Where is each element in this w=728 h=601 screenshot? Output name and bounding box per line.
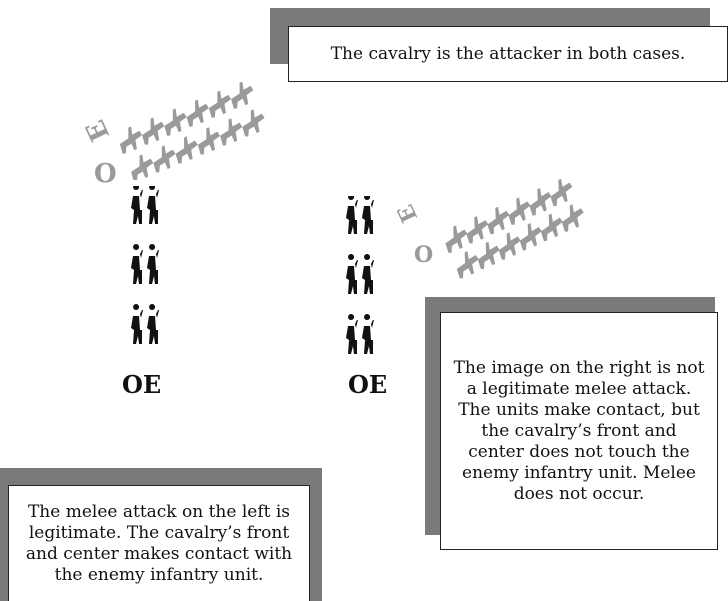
cavalry-figure bbox=[175, 136, 198, 164]
infantry-figure bbox=[147, 186, 159, 224]
cavalry-figure bbox=[153, 145, 176, 173]
cavalry-figure bbox=[164, 108, 187, 136]
right-cavalry-label-o: O bbox=[414, 242, 433, 266]
infantry-figure bbox=[147, 304, 159, 344]
infantry-figure bbox=[346, 314, 358, 354]
cavalry-figure bbox=[119, 126, 143, 154]
cavalry-figure bbox=[529, 188, 552, 216]
right-cavalry-label-e: E bbox=[393, 200, 424, 226]
infantry-figure bbox=[362, 196, 374, 234]
right-cavalry-row-rear bbox=[445, 178, 573, 253]
infantry-figure bbox=[346, 254, 358, 294]
cavalry-figure bbox=[498, 232, 521, 260]
callout-right: The image on the right is not a legitima… bbox=[425, 297, 720, 554]
callout-top-text: The cavalry is the attacker in both case… bbox=[288, 26, 728, 82]
infantry-figure bbox=[131, 244, 143, 284]
left-cavalry-unit bbox=[119, 81, 265, 180]
callout-right-text: The image on the right is not a legitima… bbox=[440, 312, 718, 550]
infantry-figure bbox=[131, 186, 143, 224]
cavalry-figure bbox=[142, 117, 165, 145]
infantry-figure bbox=[147, 244, 159, 284]
infantry-figure bbox=[362, 254, 374, 294]
infantry-figure bbox=[346, 196, 358, 234]
right-cavalry-letters: E O bbox=[393, 200, 434, 266]
infantry-figure bbox=[362, 314, 374, 354]
left-infantry-unit bbox=[131, 186, 159, 344]
right-cavalry-unit bbox=[445, 178, 584, 279]
cavalry-figure bbox=[466, 216, 489, 244]
cavalry-figure bbox=[186, 99, 209, 127]
cavalry-figure bbox=[561, 204, 584, 232]
left-cavalry-row-front bbox=[131, 109, 265, 180]
right-infantry-label: OE bbox=[348, 370, 388, 399]
cavalry-figure bbox=[197, 127, 221, 155]
cavalry-figure bbox=[519, 223, 542, 251]
callout-left: The melee attack on the left is legitima… bbox=[0, 468, 330, 601]
right-cavalry-row-front bbox=[456, 204, 584, 279]
cavalry-figure bbox=[477, 241, 500, 270]
cavalry-figure bbox=[231, 81, 254, 109]
left-cavalry-letters: E O bbox=[81, 115, 117, 189]
left-cavalry-label-o: O bbox=[94, 159, 117, 189]
cavalry-figure bbox=[540, 213, 563, 242]
cavalry-figure bbox=[131, 154, 154, 180]
cavalry-figure bbox=[508, 197, 531, 225]
callout-top: The cavalry is the attacker in both case… bbox=[270, 8, 728, 84]
cavalry-figure bbox=[242, 109, 265, 137]
left-infantry-label: OE bbox=[122, 370, 162, 399]
cavalry-figure bbox=[456, 251, 479, 279]
right-infantry-unit bbox=[346, 196, 374, 354]
left-cavalry-label-e: E bbox=[81, 115, 117, 146]
cavalry-figure bbox=[550, 178, 573, 207]
callout-left-text: The melee attack on the left is legitima… bbox=[8, 485, 310, 601]
cavalry-figure bbox=[208, 90, 232, 118]
cavalry-figure bbox=[445, 225, 468, 253]
infantry-figure bbox=[131, 304, 143, 344]
cavalry-figure bbox=[220, 118, 243, 146]
cavalry-figure bbox=[487, 206, 510, 235]
left-cavalry-row-rear bbox=[119, 81, 254, 154]
